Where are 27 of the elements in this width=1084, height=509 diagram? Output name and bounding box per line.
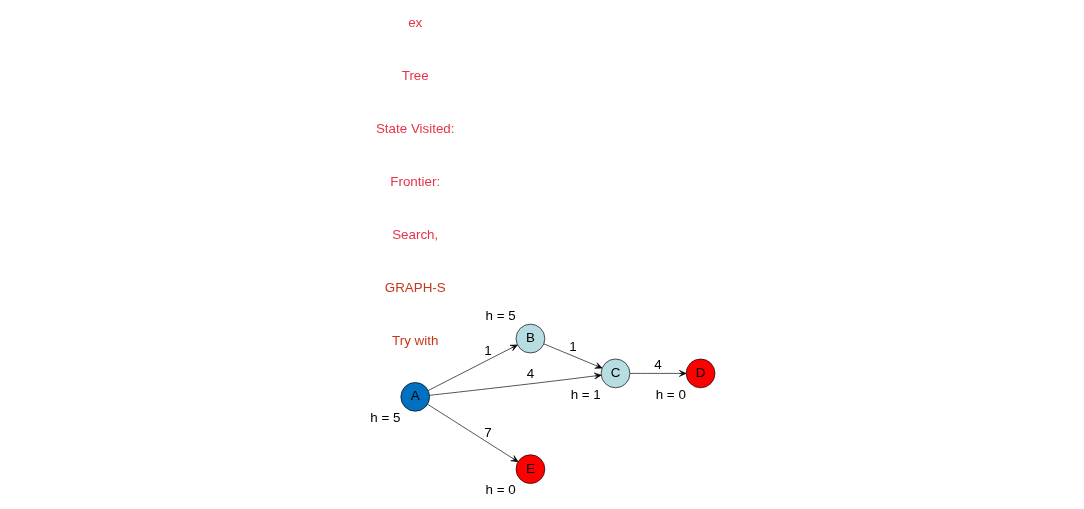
node-circle: A xyxy=(400,381,430,412)
edge-label: 1 xyxy=(483,342,492,358)
node-label: h = 0 xyxy=(655,386,686,402)
edge-label: 1 xyxy=(568,338,577,354)
edge-label: 4 xyxy=(526,365,534,381)
arrow xyxy=(426,403,518,462)
label: Frontier: xyxy=(389,173,440,189)
node-label: h = 5 xyxy=(485,307,516,323)
label: Search, xyxy=(391,226,438,242)
node-label: h = 1 xyxy=(570,386,601,402)
node-label: h = 0 xyxy=(485,481,516,497)
arrow xyxy=(629,369,686,377)
edge-label: 4 xyxy=(653,356,662,372)
label: State Visited: xyxy=(375,120,455,136)
node-circle: B xyxy=(515,323,545,353)
node-label: h = 5 xyxy=(369,409,400,425)
label: Try with xyxy=(391,332,438,348)
arrow xyxy=(427,344,518,391)
label: GRAPH-S xyxy=(384,279,446,295)
arrow xyxy=(428,372,601,396)
node-circle: C xyxy=(600,358,630,388)
edge-label: 7 xyxy=(483,424,492,440)
arrow xyxy=(543,343,602,369)
label: Tree xyxy=(401,67,429,83)
node-circle: E xyxy=(515,453,545,484)
node-circle: D xyxy=(685,358,715,388)
label: ex xyxy=(407,14,422,30)
